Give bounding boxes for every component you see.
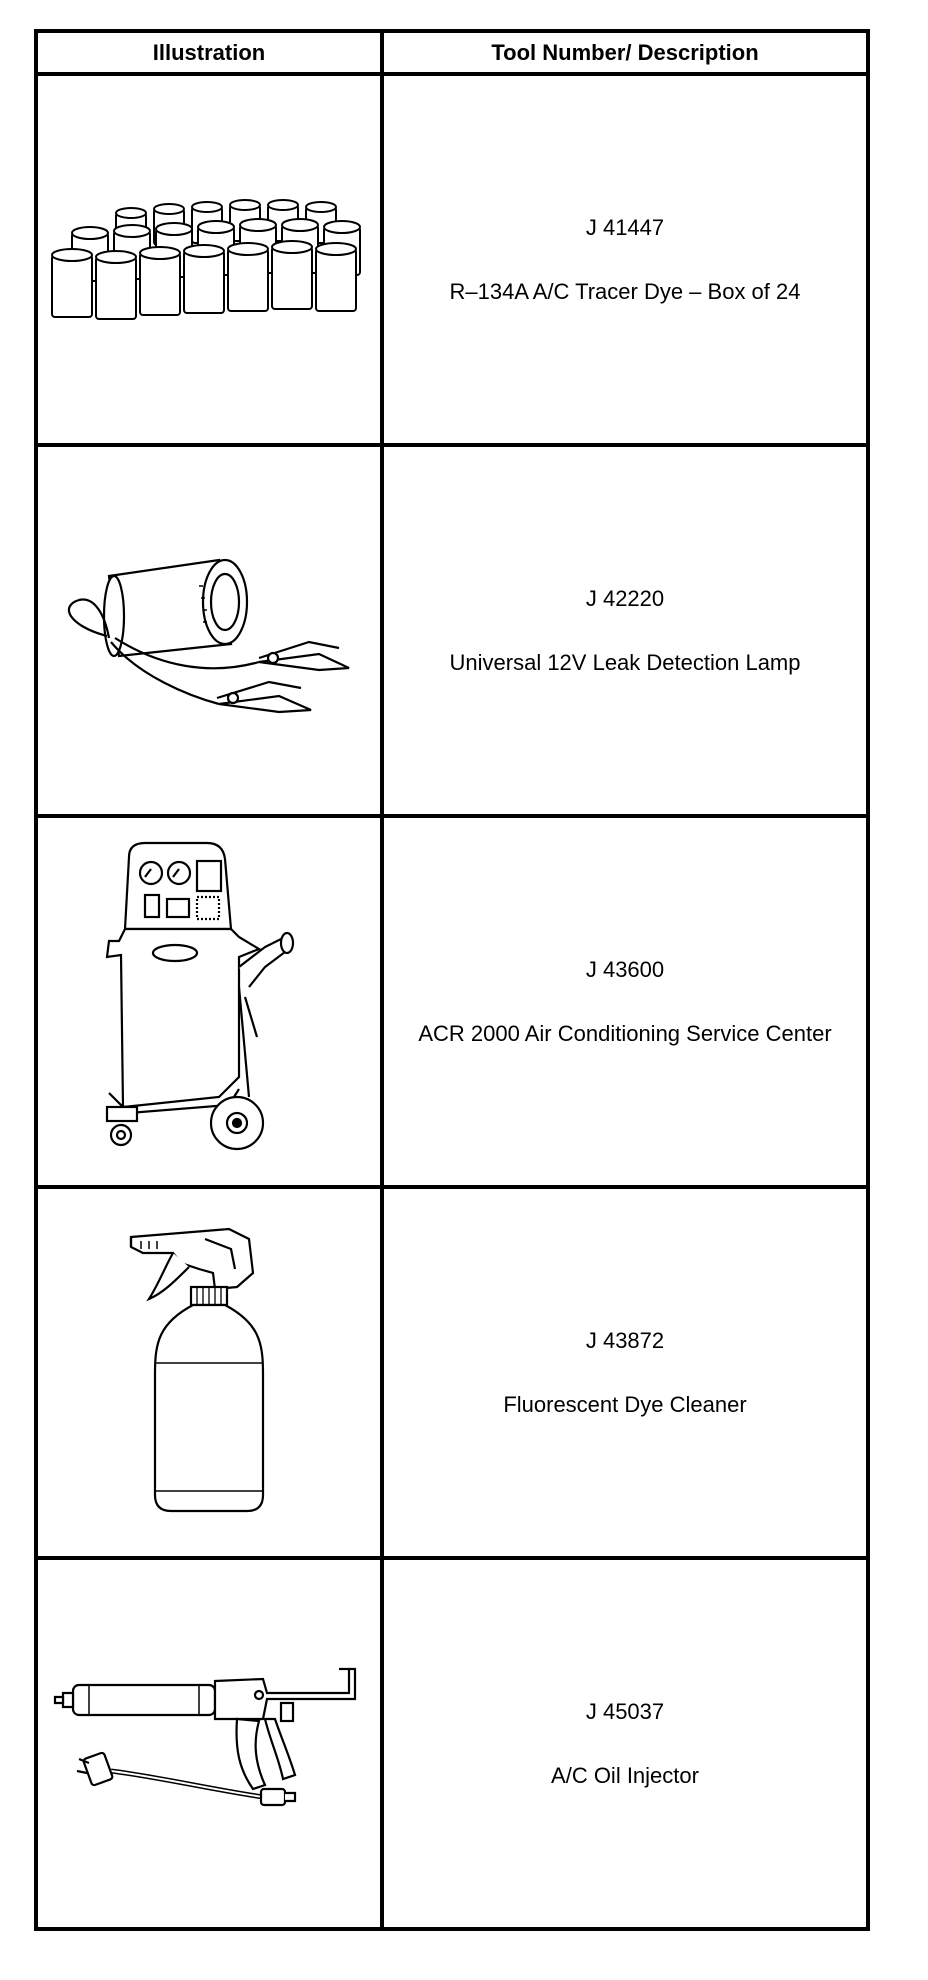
header-tool-description: Tool Number/ Description — [380, 29, 870, 76]
tool-number: J 42220 — [585, 585, 665, 611]
header-illustration: Illustration — [34, 29, 384, 76]
tool-number: J 43600 — [585, 956, 665, 982]
illustration-cell — [34, 443, 384, 818]
table-row: J 45037 A/C Oil Injector — [34, 1556, 870, 1931]
description-cell: J 41447 R–134A A/C Tracer Dye – Box of 2… — [380, 72, 870, 447]
tool-description: Universal 12V Leak Detection Lamp — [449, 649, 801, 675]
header-row: Illustration Tool Number/ Description — [34, 29, 870, 76]
description-cell: J 45037 A/C Oil Injector — [380, 1556, 870, 1931]
description-cell: J 43600 ACR 2000 Air Conditioning Servic… — [380, 814, 870, 1189]
illustration-cell — [34, 1556, 384, 1931]
table-row: J 41447 R–134A A/C Tracer Dye – Box of 2… — [34, 72, 870, 447]
table-row: J 43872 Fluorescent Dye Cleaner — [34, 1185, 870, 1560]
description-cell: J 43872 Fluorescent Dye Cleaner — [380, 1185, 870, 1560]
illustration-cell — [34, 72, 384, 447]
tool-description: A/C Oil Injector — [551, 1762, 699, 1788]
oil-injector-icon — [53, 1667, 357, 1806]
illustration-cell — [34, 814, 384, 1189]
table-row: J 42220 Universal 12V Leak Detection Lam… — [34, 443, 870, 818]
service-center-icon — [105, 841, 295, 1150]
tools-table: Illustration Tool Number/ Description — [34, 29, 870, 1931]
tool-description: R–134A A/C Tracer Dye – Box of 24 — [449, 278, 801, 304]
spray-bottle-icon — [129, 1227, 265, 1512]
tool-number: J 45037 — [585, 1698, 665, 1724]
leak-lamp-icon — [67, 558, 350, 713]
tool-number: J 43872 — [585, 1327, 665, 1353]
dye-bottles-icon — [51, 198, 361, 320]
tool-number: J 41447 — [585, 214, 665, 240]
tool-description: Fluorescent Dye Cleaner — [503, 1391, 747, 1417]
illustration-cell — [34, 1185, 384, 1560]
description-cell: J 42220 Universal 12V Leak Detection Lam… — [380, 443, 870, 818]
tool-description: ACR 2000 Air Conditioning Service Center — [418, 1020, 832, 1046]
table-row: J 43600 ACR 2000 Air Conditioning Servic… — [34, 814, 870, 1189]
